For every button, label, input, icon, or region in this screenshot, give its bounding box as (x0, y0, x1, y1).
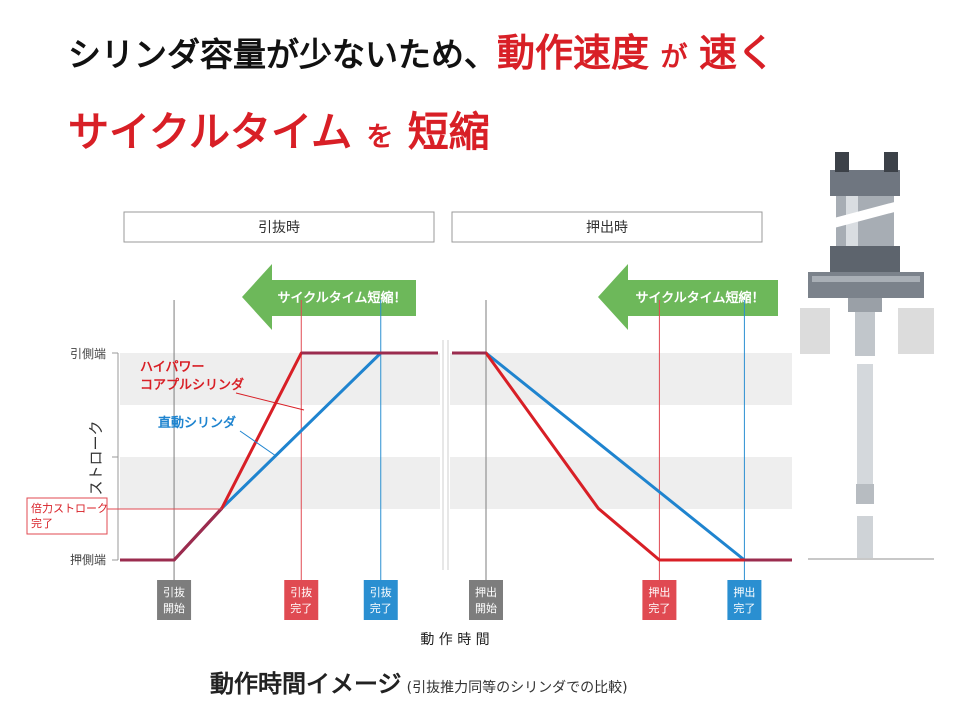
headline-line-2: サイクルタイム を 短縮 (68, 98, 490, 158)
panel-header-left (123, 211, 435, 243)
double-stroke-label-2: 完了 (31, 516, 53, 530)
stroke-band (120, 353, 792, 405)
rod-coupling (856, 484, 874, 504)
marker-label-line1: 押出 (475, 585, 497, 599)
marker-label-box (284, 580, 319, 620)
mold-block-right (898, 308, 934, 354)
marker-label-box (363, 580, 398, 620)
stroke-band (120, 457, 792, 509)
tie-rod-nut-left (835, 152, 849, 172)
piston-rod (857, 364, 873, 484)
cylinder-cap (830, 170, 900, 196)
marker-label-line2: 開始 (163, 601, 185, 615)
marker-label-line1: 引抜 (163, 585, 185, 599)
headline-text-c: が (660, 42, 688, 73)
series-layer (120, 351, 792, 562)
panel-header-right (451, 211, 763, 243)
marker-label-line2: 完了 (370, 601, 392, 615)
marker-label-line2: 完了 (733, 601, 755, 615)
marker-label-line2: 完了 (648, 601, 670, 615)
cycle-arrow-right-label: サイクルタイム短縮！ (635, 290, 764, 306)
core-pin (857, 516, 873, 560)
panel-header-left-label: 引抜時 (258, 220, 300, 236)
marker-label-line1: 押出 (648, 585, 670, 599)
rod-collar (848, 298, 882, 312)
marker-label-line2: 完了 (290, 601, 312, 615)
headline-text-b: 動作速度 (497, 31, 650, 75)
marker-label-box (157, 580, 192, 620)
marker-label-line2: 開始 (475, 601, 497, 615)
figure-caption: 動作時間イメージ (引抜推力同等のシリンダでの比較) (210, 664, 628, 699)
base-line (808, 558, 934, 560)
headline-text-d: 速く (699, 31, 776, 75)
cycle-arrow-right (598, 264, 778, 330)
cylinder-head (830, 246, 900, 272)
tie-rod-nut-right (884, 152, 898, 172)
mounting-flange (808, 272, 924, 298)
marker-label-box (727, 580, 762, 620)
caption-note: (引抜推力同等のシリンダでの比較) (406, 680, 628, 696)
headline-text-e: サイクルタイム (68, 108, 353, 156)
x-axis-title: 動 作 時 間 (420, 632, 489, 648)
y-axis-title: ストローク (87, 420, 105, 495)
marker-label-box (469, 580, 503, 620)
cylinder-illustration (800, 152, 934, 560)
marker-label-line1: 引抜 (370, 585, 392, 599)
cycle-arrow-left (242, 264, 416, 330)
marker-label-box (642, 580, 677, 620)
piston-rod-upper (855, 312, 875, 356)
mold-block-left (800, 308, 830, 354)
double-stroke-label-1: 倍力ストローク (31, 501, 108, 515)
panel-header-right-label: 押出時 (586, 220, 628, 236)
y-tick-label-bottom: 押側端 (70, 553, 106, 567)
flange-highlight (812, 276, 920, 282)
y-tick-label-top: 引側端 (70, 347, 106, 361)
cycle-arrow-left-label: サイクルタイム短縮！ (277, 290, 406, 306)
marker-label-line1: 引抜 (290, 585, 312, 599)
legend-blue: 直動シリンダ (158, 415, 236, 431)
caption-main: 動作時間イメージ (210, 670, 402, 698)
headline-text-a: シリンダ容量が少ないため、 (68, 35, 497, 74)
panel-gap (440, 340, 450, 572)
cylinder-cut (834, 200, 902, 228)
marker-label-line1: 押出 (733, 585, 755, 599)
legend-red-leader (235, 392, 305, 411)
legend-red-line1: ハイパワー (140, 360, 204, 375)
headline-line-1: シリンダ容量が少ないため、動作速度 が 速く (68, 22, 775, 77)
headline-text-g: 短縮 (407, 108, 490, 156)
series-overlap-line (120, 507, 223, 562)
headline-text-f: を (366, 122, 394, 153)
legend-red-line2: コアプルシリンダ (140, 377, 244, 393)
double-stroke-callout (26, 497, 108, 535)
legend-blue-leader (239, 430, 277, 457)
